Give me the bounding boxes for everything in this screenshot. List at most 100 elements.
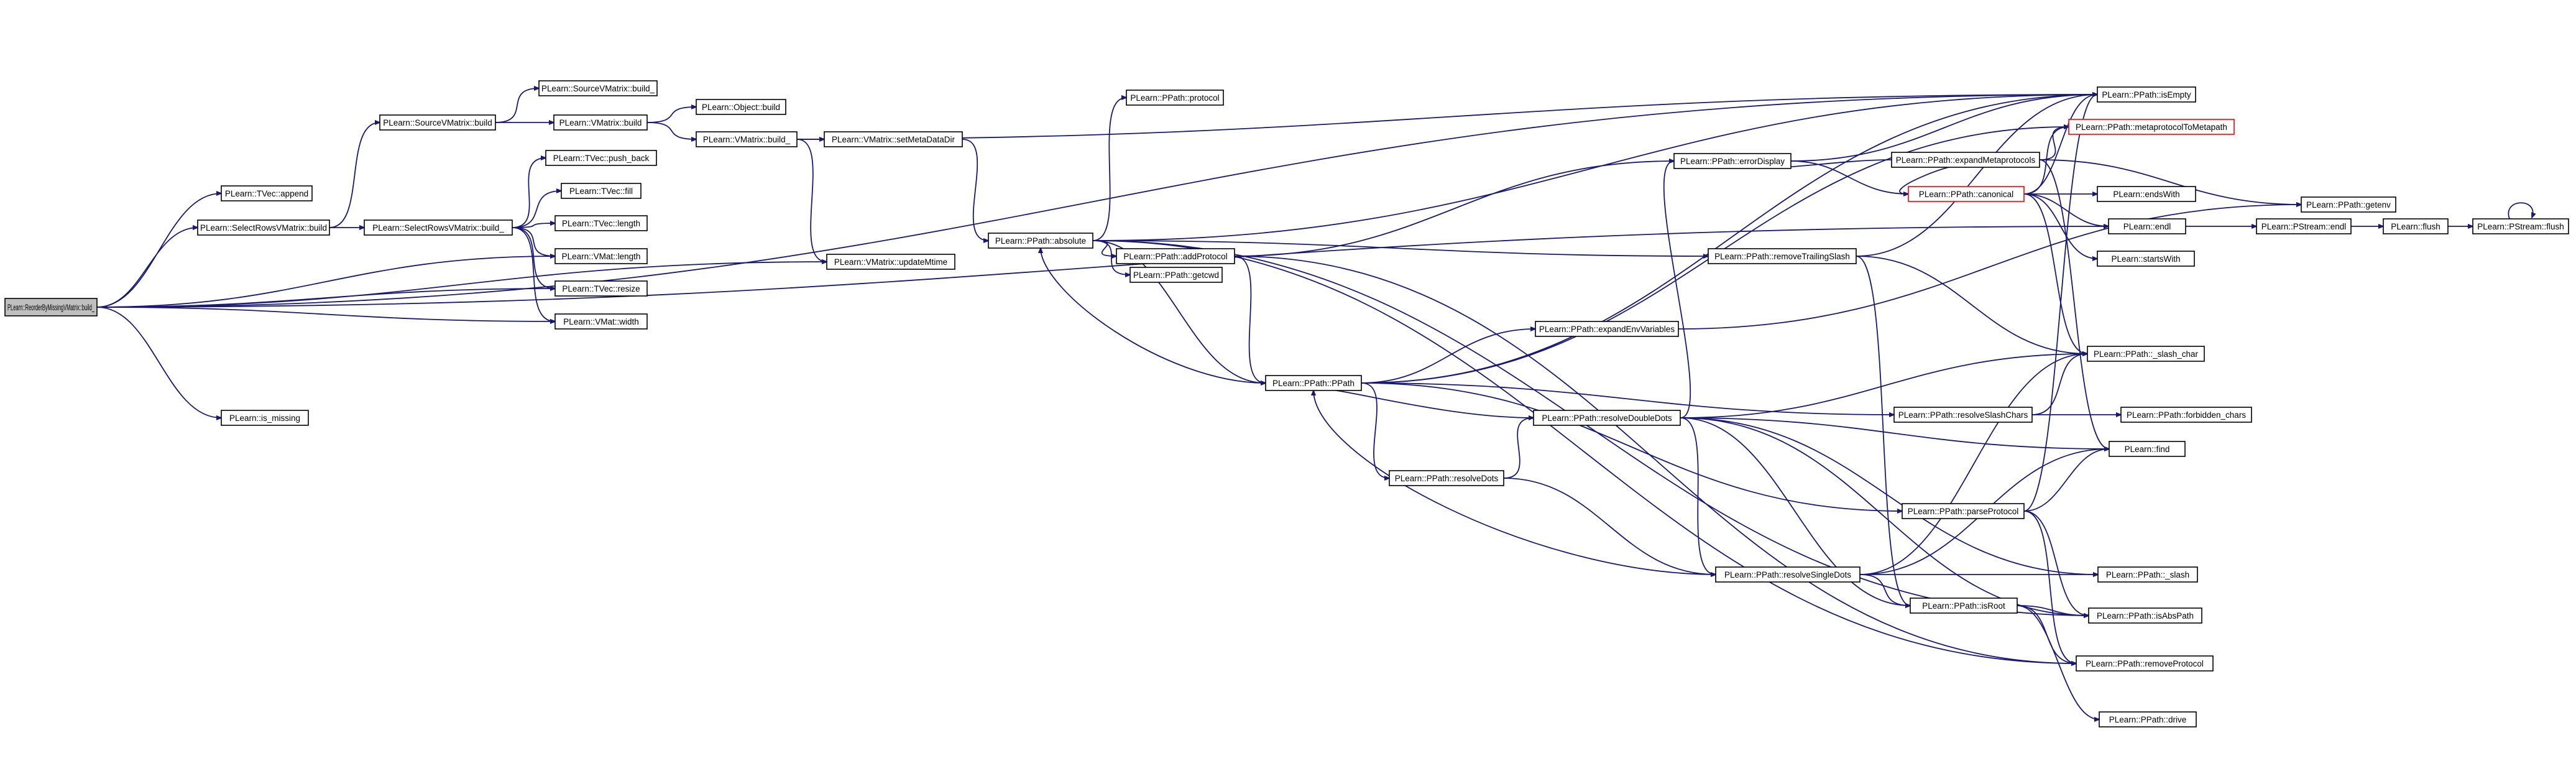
node-vmat_width[interactable]: PLearn::VMat::width [554,313,648,330]
node-updatemtime[interactable]: PLearn::VMatrix::updateMtime [826,254,955,270]
node-box-removeprotocol[interactable] [2076,655,2214,672]
node-pstream_endl[interactable]: PLearn::PStream::endl [2256,218,2352,234]
node-box-drive[interactable] [2099,711,2197,727]
node-box-root[interactable] [4,298,98,316]
node-getcwd[interactable]: PLearn::PPath::getcwd [1129,267,1223,283]
node-box-source_build_[interactable] [538,80,658,96]
node-box-endl[interactable] [2108,218,2186,234]
node-setmetadatadir[interactable]: PLearn::VMatrix::setMetaDataDir [824,131,963,147]
node-box-isempty[interactable] [2097,86,2196,103]
node-endswith[interactable]: PLearn::endsWith [2097,186,2196,202]
node-isempty[interactable]: PLearn::PPath::isEmpty [2097,86,2196,103]
node-box-getcwd[interactable] [1129,267,1223,283]
node-endl[interactable]: PLearn::endl [2108,218,2186,234]
node-box-vmatrix_build_[interactable] [696,131,798,147]
node-box-vmat_length[interactable] [554,248,648,264]
node-box-tvec_length[interactable] [554,215,648,231]
node-selrows_build_[interactable]: PLearn::SelectRowsVMatrix::build_ [364,219,513,236]
node-is_missing[interactable]: PLearn::is_missing [221,410,309,426]
node-ppath[interactable]: PLearn::PPath::PPath [1265,375,1362,391]
node-box-is_missing[interactable] [221,410,309,426]
node-startswith[interactable]: PLearn::startsWith [2097,251,2195,267]
node-flush[interactable]: PLearn::flush [2383,218,2449,234]
node-removetrailing[interactable]: PLearn::PPath::removeTrailingSlash [1708,248,1857,264]
node-box-canonical[interactable] [1908,186,2025,202]
node-box-isabspath[interactable] [2088,607,2202,624]
node-box-ppath[interactable] [1265,375,1362,391]
node-meta2meta[interactable]: PLearn::PPath::metaprotocolToMetapath [2068,119,2235,135]
node-resolvesingledots[interactable]: PLearn::PPath::resolveSingleDots [1715,566,1861,583]
node-box-meta2meta[interactable] [2068,119,2235,135]
node-drive[interactable]: PLearn::PPath::drive [2099,711,2197,727]
node-isabspath[interactable]: PLearn::PPath::isAbsPath [2088,607,2202,624]
node-box-pstream_flush[interactable] [2472,218,2569,234]
node-source_build[interactable]: PLearn::SourceVMatrix::build [379,114,496,131]
node-box-tvec_fill[interactable] [561,183,642,199]
node-addprotocol[interactable]: PLearn::PPath::addProtocol [1116,248,1235,264]
node-selrows_build[interactable]: PLearn::SelectRowsVMatrix::build [197,219,330,236]
node-vmat_length[interactable]: PLearn::VMat::length [554,248,648,264]
node-box-updatemtime[interactable] [826,254,955,270]
node-canonical[interactable]: PLearn::PPath::canonical [1908,186,2025,202]
node-vmatrix_build[interactable]: PLearn::VMatrix::build [553,114,648,131]
node-parseprotocol[interactable]: PLearn::PPath::parseProtocol [1902,503,2025,519]
node-box-tvec_resize[interactable] [554,280,648,297]
node-box-forbidden[interactable] [2120,407,2252,423]
node-box-slash[interactable] [2097,566,2198,583]
node-vmatrix_build_[interactable]: PLearn::VMatrix::build_ [696,131,798,147]
node-errordisplay[interactable]: PLearn::PPath::errorDisplay [1673,153,1792,169]
node-resolvedots[interactable]: PLearn::PPath::resolveDots [1389,470,1504,486]
node-box-resolvedoubledots[interactable] [1533,410,1681,426]
node-box-removetrailing[interactable] [1708,248,1857,264]
node-box-object_build[interactable] [696,99,786,115]
node-absolute[interactable]: PLearn::PPath::absolute [988,233,1093,249]
node-pstream_flush[interactable]: PLearn::PStream::flush [2472,218,2569,234]
node-box-selrows_build[interactable] [197,219,330,236]
node-tvec_resize[interactable]: PLearn::TVec::resize [554,280,648,297]
node-box-parseprotocol[interactable] [1902,503,2025,519]
node-box-selrows_build_[interactable] [364,219,513,236]
node-box-vmatrix_build[interactable] [553,114,648,131]
node-box-setmetadatadir[interactable] [824,131,963,147]
node-box-isroot[interactable] [1910,598,2018,614]
node-object_build[interactable]: PLearn::Object::build [696,99,786,115]
node-box-pstream_endl[interactable] [2256,218,2352,234]
node-box-resolvedots[interactable] [1389,470,1504,486]
node-removeprotocol[interactable]: PLearn::PPath::removeProtocol [2076,655,2214,672]
node-box-startswith[interactable] [2097,251,2195,267]
node-source_build_[interactable]: PLearn::SourceVMatrix::build_ [538,80,658,96]
node-box-find[interactable] [2109,441,2186,457]
node-box-resolveslash[interactable] [1893,407,2033,423]
node-getenv[interactable]: PLearn::PPath::getenv [2301,196,2396,213]
node-expandenv[interactable]: PLearn::PPath::expandEnvVariables [1535,321,1679,337]
node-resolveslash[interactable]: PLearn::PPath::resolveSlashChars [1893,407,2033,423]
node-box-protocol[interactable] [1126,90,1224,106]
node-box-flush[interactable] [2383,218,2449,234]
node-box-addprotocol[interactable] [1116,248,1235,264]
node-tvec_push_back[interactable]: PLearn::TVec::push_back [545,150,657,166]
node-root[interactable]: PLearn::ReorderByMissingVMatrix::build_ [4,298,98,316]
node-tvec_append[interactable]: PLearn::TVec::append [221,185,313,201]
node-box-resolvesingledots[interactable] [1715,566,1861,583]
node-tvec_fill[interactable]: PLearn::TVec::fill [561,183,642,199]
node-slash_char[interactable]: PLearn::PPath::_slash_char [2087,346,2205,362]
node-box-expandenv[interactable] [1535,321,1679,337]
node-box-absolute[interactable] [988,233,1093,249]
node-resolvedoubledots[interactable]: PLearn::PPath::resolveDoubleDots [1533,410,1681,426]
node-box-errordisplay[interactable] [1673,153,1792,169]
node-box-slash_char[interactable] [2087,346,2205,362]
node-forbidden[interactable]: PLearn::PPath::forbidden_chars [2120,407,2252,423]
node-expandmeta[interactable]: PLearn::PPath::expandMetaprotocols [1891,152,2040,168]
node-box-vmat_width[interactable] [554,313,648,330]
node-isroot[interactable]: PLearn::PPath::isRoot [1910,598,2018,614]
node-box-source_build[interactable] [379,114,496,131]
node-find[interactable]: PLearn::find [2109,441,2186,457]
node-box-tvec_push_back[interactable] [545,150,657,166]
node-box-tvec_append[interactable] [221,185,313,201]
node-box-getenv[interactable] [2301,196,2396,213]
node-box-expandmeta[interactable] [1891,152,2040,168]
node-slash[interactable]: PLearn::PPath::_slash [2097,566,2198,583]
node-box-endswith[interactable] [2097,186,2196,202]
node-tvec_length[interactable]: PLearn::TVec::length [554,215,648,231]
node-protocol[interactable]: PLearn::PPath::protocol [1126,90,1224,106]
